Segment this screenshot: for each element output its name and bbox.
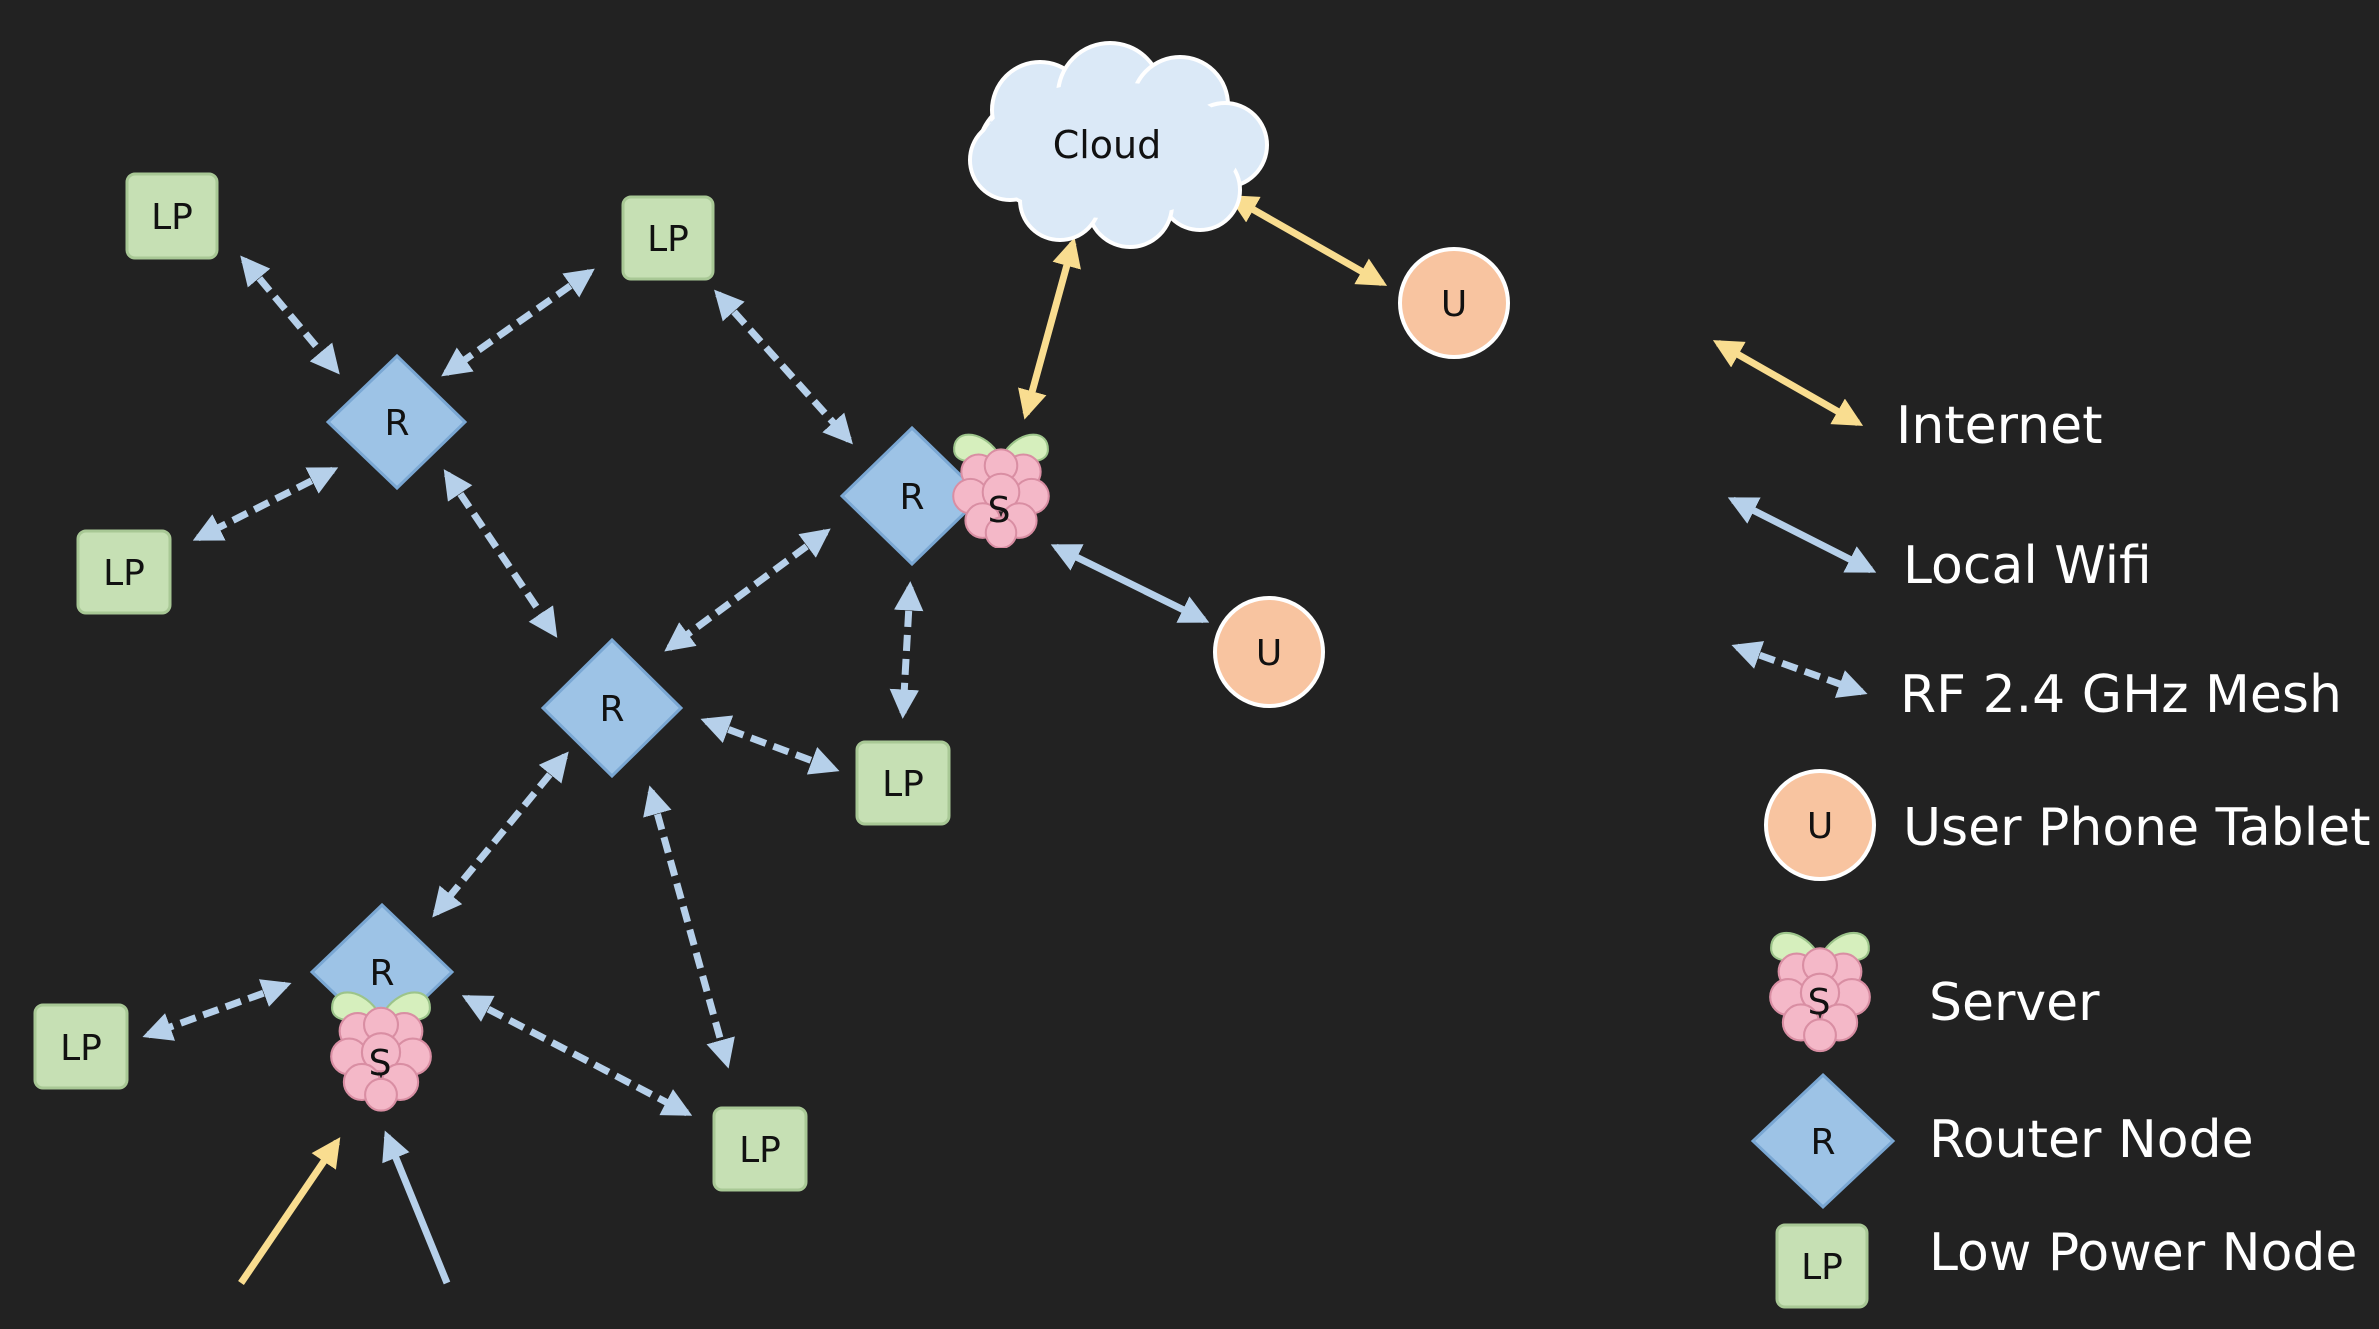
legend-server-icon: S	[1769, 931, 1871, 1053]
mesh-link	[441, 268, 595, 377]
svg-text:U: U	[1807, 806, 1833, 847]
cloud-label: Cloud	[1053, 123, 1162, 167]
rf-mesh-links	[142, 255, 924, 1117]
lp-node: LP	[621, 195, 715, 281]
lp-node: LP	[125, 172, 219, 260]
router-label: R	[899, 477, 924, 518]
mesh-link	[432, 751, 569, 918]
legend-wifi-arrow	[1727, 496, 1877, 574]
mesh-link	[889, 581, 924, 719]
router-label: R	[384, 403, 409, 444]
lp-node: LP	[712, 1106, 808, 1192]
legend-router-icon: R	[1750, 1072, 1896, 1210]
lp-node: LP	[33, 1003, 129, 1090]
mesh-link	[461, 994, 693, 1117]
mesh-link	[714, 289, 853, 445]
svg-text:S: S	[1808, 982, 1831, 1023]
legend-user-label: User Phone Tablet	[1903, 798, 2371, 858]
mesh-link	[443, 469, 558, 638]
mesh-link	[240, 255, 340, 375]
internet-link-incoming	[238, 1137, 341, 1285]
lp-label: LP	[103, 553, 145, 594]
mesh-link	[700, 715, 840, 775]
wifi-link-incoming	[382, 1130, 451, 1285]
legend-internet-arrow	[1712, 339, 1864, 427]
router-node: R	[540, 637, 684, 779]
router-server-node: R S	[839, 425, 1050, 567]
wifi-link	[1050, 543, 1210, 624]
legend-user-icon: U	[1764, 769, 1876, 881]
mesh-link	[142, 979, 292, 1041]
server-label: S	[988, 490, 1011, 531]
legend-mesh-arrow	[1731, 641, 1868, 698]
lp-label: LP	[151, 197, 193, 238]
legend-internet-label: Internet	[1896, 396, 2102, 456]
lp-node: LP	[76, 529, 172, 615]
internet-link	[1227, 194, 1388, 287]
svg-text:R: R	[1810, 1122, 1835, 1163]
svg-text:LP: LP	[1801, 1247, 1843, 1288]
user-node: U	[1213, 596, 1325, 708]
lp-label: LP	[60, 1028, 102, 1069]
legend-mesh-label: RF 2.4 GHz Mesh	[1900, 665, 2342, 725]
legend-lp-icon: LP	[1775, 1223, 1869, 1309]
legend-wifi-label: Local Wifi	[1903, 536, 2152, 596]
local-wifi-links	[1050, 543, 1210, 624]
mesh-link	[643, 785, 735, 1069]
router-label: R	[599, 689, 624, 730]
lp-node: LP	[855, 740, 951, 826]
internet-links	[1018, 194, 1388, 420]
lp-label: LP	[739, 1130, 781, 1171]
legend: Internet Local Wifi RF 2.4 GHz Mesh U Us…	[1712, 339, 2371, 1309]
legend-router-label: Router Node	[1929, 1110, 2254, 1170]
internet-link	[1018, 237, 1081, 420]
router-server-node: R S	[309, 902, 455, 1112]
mesh-link	[664, 528, 831, 652]
legend-server-label: Server	[1929, 973, 2100, 1033]
user-label: U	[1256, 633, 1282, 674]
mesh-link	[192, 466, 339, 542]
lp-label: LP	[882, 764, 924, 805]
cloud-node: Cloud	[968, 41, 1269, 249]
user-label: U	[1441, 284, 1467, 325]
lp-label: LP	[647, 219, 689, 260]
router-label: R	[369, 953, 394, 994]
legend-lp-label: Low Power Node	[1929, 1223, 2357, 1283]
router-node: R	[325, 353, 468, 491]
user-node: U	[1398, 247, 1510, 359]
server-label: S	[369, 1043, 392, 1084]
